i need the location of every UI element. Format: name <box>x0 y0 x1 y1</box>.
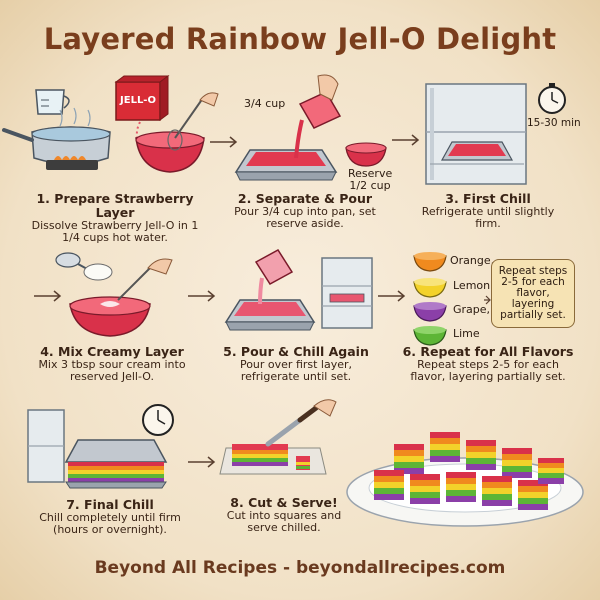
step-3-desc: Refrigerate until slightly firm. <box>421 205 555 231</box>
step-7-title: 7. Final Chill <box>66 497 154 512</box>
step-5-desc: Pour over first layer, refrigerate until… <box>239 358 353 384</box>
arrow-icon <box>188 456 216 468</box>
layered-pan-icon <box>64 439 168 489</box>
arrow-icon <box>34 290 62 302</box>
step-3-title: 3. First Chill <box>445 191 531 206</box>
step-6-title: 6. Repeat for All Flavors <box>402 344 574 359</box>
lime-bowl-icon <box>413 326 447 346</box>
step-5-title: 5. Pour & Chill Again <box>223 344 369 359</box>
knife-icon <box>265 399 337 447</box>
step-1-desc: Dissolve Strawberry Jell-O in 1 1/4 cups… <box>31 219 199 245</box>
step-6-desc: Repeat steps 2-5 for each flavor, layeri… <box>410 358 566 384</box>
reserve-bowl-icon <box>345 142 387 167</box>
stopwatch-icon <box>538 83 566 114</box>
jello-cubes-icon <box>374 432 564 510</box>
refrigerator-icon <box>321 257 373 329</box>
reserve-label: Reserve 1/2 cup <box>348 167 393 192</box>
saucepan-icon <box>2 107 111 170</box>
pouring-cup-icon <box>254 249 294 305</box>
step-5-caption: 5. Pour & Chill Again Pour over first la… <box>218 345 374 384</box>
page-title: Layered Rainbow Jell-O Delight <box>43 22 557 56</box>
grape-bowl-icon <box>413 302 447 322</box>
flavor-lemon-label: Lemon, <box>453 279 494 292</box>
step-8-desc: Cut into squares and serve chilled. <box>226 509 342 535</box>
step-8-title: 8. Cut & Serve! <box>230 495 338 510</box>
cup-measure-label: 3/4 cup <box>244 97 286 110</box>
cutting-board-icon <box>219 444 327 475</box>
flavor-grape-label: Grape, <box>453 303 491 316</box>
baking-pan-icon <box>234 149 338 181</box>
repeat-note: Repeat steps 2-5 for each flavor, layeri… <box>491 259 575 329</box>
step-4-caption: 4. Mix Creamy Layer Mix 3 tbsp sour crea… <box>32 345 192 384</box>
footer-credit: Beyond All Recipes - beyondallrecipes.co… <box>94 558 506 578</box>
step-2-caption: 2. Separate & Pour Pour 3/4 cup into pan… <box>232 192 378 231</box>
step-4-title: 4. Mix Creamy Layer <box>40 344 184 359</box>
arrow-icon <box>210 136 238 148</box>
refrigerator-icon <box>27 409 65 483</box>
step-2-title: 2. Separate & Pour <box>237 191 373 206</box>
step-4-desc: Mix 3 tbsp sour cream into reserved Jell… <box>38 358 186 384</box>
step-8-caption: 8. Cut & Serve! Cut into squares and ser… <box>214 496 354 535</box>
spoon-icon <box>55 252 173 301</box>
lemon-bowl-icon <box>413 278 447 298</box>
orange-bowl-icon <box>413 252 447 272</box>
arrow-icon <box>392 134 420 146</box>
chill-time-label: 15-30 min <box>527 117 581 129</box>
mixing-bowl-icon <box>135 92 219 173</box>
step-1-title: 1. Prepare Strawberry Layer <box>36 191 194 220</box>
arrow-icon <box>188 290 216 302</box>
step-2-desc: Pour 3/4 cup into pan, set reserve aside… <box>234 205 376 231</box>
arrow-icon <box>378 290 406 302</box>
refrigerator-icon <box>425 83 527 185</box>
layered-pan-icon <box>224 299 316 331</box>
pouring-cup-icon <box>294 74 342 159</box>
step-7-desc: Chill completely until firm (hours or ov… <box>39 511 181 537</box>
jello-box-label: JELL-O <box>119 95 156 106</box>
flavor-orange-label: Orange, <box>450 254 495 267</box>
step-1-caption: 1. Prepare Strawberry Layer Dissolve Str… <box>22 192 208 245</box>
step-3-caption: 3. First Chill Refrigerate until slightl… <box>420 192 556 231</box>
measuring-cup-icon <box>35 89 70 115</box>
step-7-caption: 7. Final Chill Chill completely until fi… <box>30 498 190 537</box>
clock-icon <box>142 404 174 436</box>
arrow-icon <box>484 295 491 305</box>
jello-box-icon: JELL-O <box>114 75 170 121</box>
step-6-caption: 6. Repeat for All Flavors Repeat steps 2… <box>400 345 576 384</box>
creamy-bowl-icon <box>69 296 151 337</box>
flavor-lime-label: Lime <box>453 327 480 340</box>
